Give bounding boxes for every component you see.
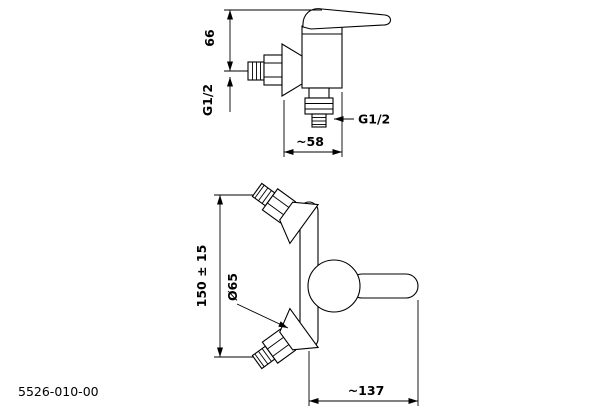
nut-facet: [272, 343, 291, 357]
escutcheon-cone: [279, 201, 320, 245]
dim-65-label: Ø65: [225, 273, 240, 301]
escutcheon-cone-side: [281, 43, 303, 97]
inlet-assembly-bottom: [251, 307, 320, 370]
side-view-dimensions: 66 G1/2 G1/2 ~58: [200, 9, 390, 157]
front-view: [251, 182, 419, 370]
dim-58-label: ~58: [296, 134, 324, 149]
inlet-nut-side: [263, 54, 283, 86]
outlet-nut: [304, 97, 334, 115]
outlet-thread-label: G1/2: [358, 112, 390, 127]
thread-line: [261, 348, 272, 362]
inlet-thread-label: G1/2: [200, 84, 215, 116]
dim-150-label: 150 ± 15: [194, 245, 209, 308]
escutcheon-cone: [279, 307, 320, 351]
inlet-pipe-side: [247, 61, 265, 81]
outlet-neck: [308, 87, 330, 99]
nut-facet: [267, 202, 286, 217]
inlet-assembly-top: [251, 182, 320, 245]
thread-line: [258, 350, 269, 365]
side-view: [247, 8, 392, 128]
front-view-dimensions: 150 ± 15 Ø65 ~137: [194, 194, 419, 406]
dim-137-label: ~137: [348, 383, 385, 398]
nut-facet: [267, 335, 286, 350]
outlet-pipe: [311, 113, 327, 128]
faucet-body-side: [301, 25, 343, 89]
mixer-ball: [307, 259, 361, 313]
thread-line: [254, 184, 265, 199]
thread-line: [261, 190, 272, 204]
nut-facet: [272, 195, 291, 209]
handle-lever-side: [302, 8, 392, 30]
thread-line: [258, 187, 269, 202]
thread-line: [254, 353, 265, 368]
leader-line-escutcheon: [236, 303, 289, 329]
part-number: 5526-010-00: [18, 384, 99, 399]
dim-66-label: 66: [202, 29, 217, 47]
